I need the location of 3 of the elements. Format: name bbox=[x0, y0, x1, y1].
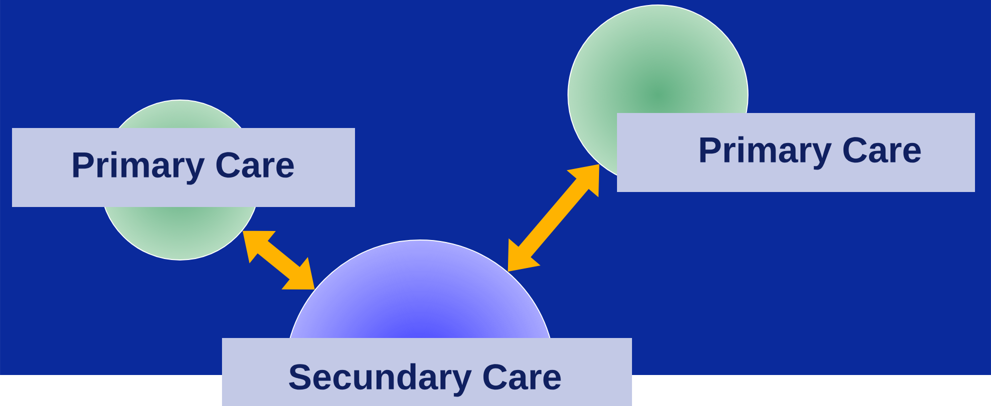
circle-label: Primary Care bbox=[568, 4, 975, 192]
circle-label: Primary Care bbox=[12, 100, 355, 260]
circle-label: Secundary Care bbox=[222, 240, 632, 406]
